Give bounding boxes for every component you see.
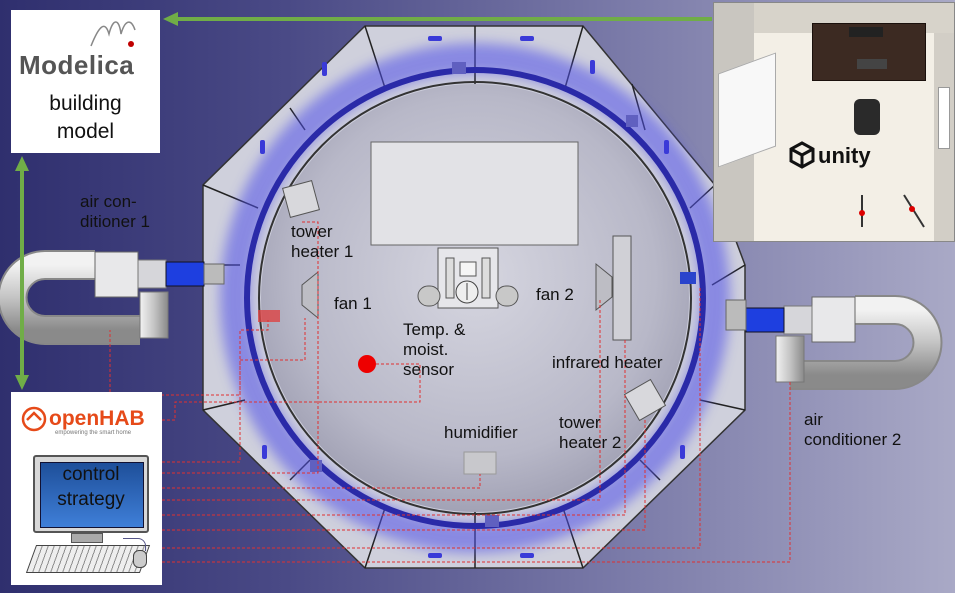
unity-keyboard [857,59,887,69]
mouse-cable [123,538,146,551]
monitor-line-2: strategy [35,489,147,511]
modelica-logo-text: Modelica [19,50,134,81]
label-infrared-heater: infrared heater [552,353,663,373]
humidifier [464,452,496,474]
modelica-logo-mark [89,16,139,50]
openhab-tagline: empowering the smart home [55,430,131,436]
label-tower1-line-2: heater 1 [291,242,353,262]
arrow-head-down [15,375,29,390]
temp-moisture-sensor-dot [358,355,376,373]
modelica-line-2: model [11,120,160,144]
infrared-heater [613,236,631,340]
air-conditioner-2 [726,297,928,382]
label-sensor: Temp. & moist. sensor [403,320,465,380]
air-conditioner-1 [13,252,225,338]
arrow-head-left [163,12,178,26]
desk [371,142,578,245]
label-ac2-line-2: conditioner 2 [804,430,901,450]
label-air-conditioner-1: air con- ditioner 1 [80,192,150,232]
label-fan-1: fan 1 [334,294,372,314]
unity-monitor [849,27,883,37]
monitor-stand [71,533,103,543]
monitor-line-1: control [35,464,147,486]
label-ac1-line-1: air con- [80,192,150,212]
unity-render-panel: unity [713,2,955,242]
modelica-line-1: building [11,92,160,116]
label-tower-heater-2: tower heater 2 [559,413,621,453]
unity-logo-text: unity [818,143,871,169]
label-sensor-line-2: moist. [403,340,465,360]
label-ac2-line-1: air [804,410,901,430]
label-sensor-line-1: Temp. & [403,320,465,340]
unity-sensor-poles [854,191,944,231]
unity-logo-icon [788,141,816,169]
label-air-conditioner-2: air conditioner 2 [804,410,901,450]
openhab-house-icon [21,406,47,432]
label-tower2-line-1: tower [559,413,621,433]
label-humidifier: humidifier [444,423,518,443]
mouse [133,550,147,568]
label-tower1-line-1: tower [291,222,353,242]
label-sensor-line-3: sensor [403,360,465,380]
arrow-head-up [15,156,29,171]
modelica-panel: Modelica building model [11,10,160,153]
label-fan-2: fan 2 [536,285,574,305]
label-ac1-line-2: ditioner 1 [80,212,150,232]
unity-window [938,87,950,149]
openhab-logo-text: openHAB [49,407,145,431]
label-tower-heater-1: tower heater 1 [291,222,353,262]
wall-device-red [258,310,280,322]
unity-chair [854,99,880,135]
wall-device-blue [680,272,696,284]
monitor-frame: control strategy [33,455,149,533]
openhab-panel: openHAB empowering the smart home contro… [11,392,162,585]
label-tower2-line-2: heater 2 [559,433,621,453]
